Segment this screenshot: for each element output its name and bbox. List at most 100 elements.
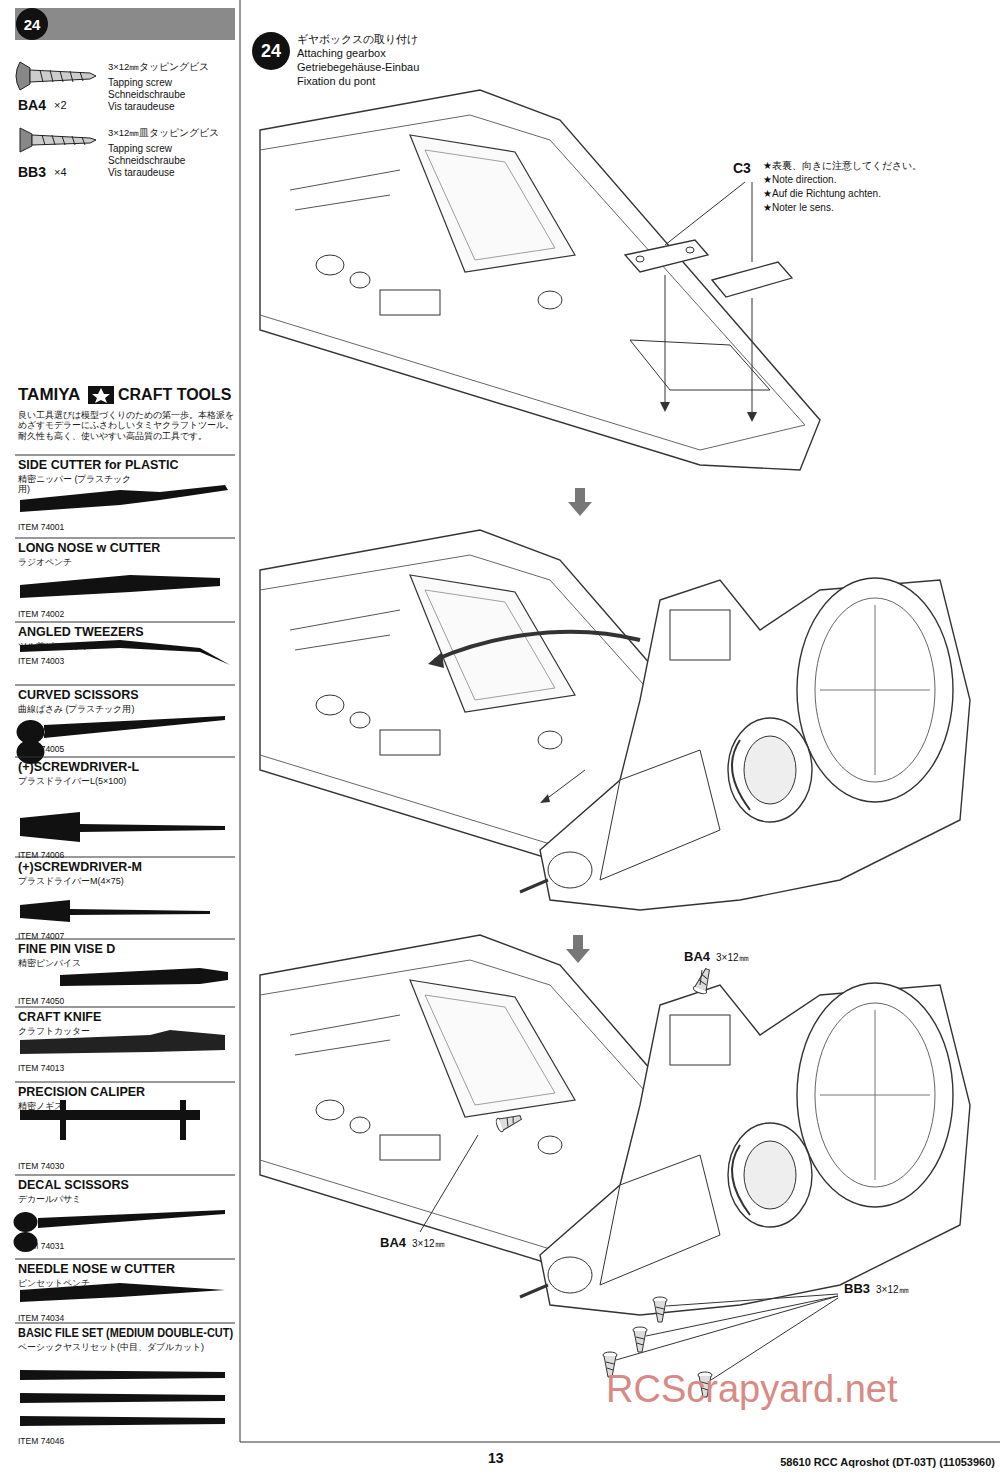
item-number: ITEM 74030 xyxy=(18,1162,64,1172)
tool-name-jp: 精密ピンバイス xyxy=(18,958,81,968)
illustration-part xyxy=(15,1175,235,1176)
label-text: ×4 xyxy=(54,166,67,179)
illustration-part xyxy=(88,386,114,404)
illustration-part xyxy=(616,1294,838,1380)
illustration-part xyxy=(15,8,235,40)
illustration-part xyxy=(15,455,235,456)
item-number: ITEM 74046 xyxy=(18,1437,64,1447)
label-text: ★Note direction. xyxy=(763,174,836,186)
item-number: ITEM 74003 xyxy=(18,657,64,667)
label-text: Fixation du pont xyxy=(297,75,375,88)
illustration-part xyxy=(495,1111,523,1133)
tool-name: CRAFT KNIFE xyxy=(18,1010,101,1024)
tool-name: LONG NOSE w CUTTER xyxy=(18,541,160,555)
tool-name-jp: ベーシックヤスリセット(中目、ダブルカット) xyxy=(18,1342,204,1352)
tool-name: DECAL SCISSORS xyxy=(18,1178,129,1192)
label-text: CRAFT TOOLS xyxy=(118,386,231,404)
illustration-part xyxy=(15,1082,235,1083)
illustration-part xyxy=(520,983,970,1315)
illustration-part xyxy=(20,1370,225,1426)
illustration-part xyxy=(633,1327,647,1352)
illustration-part xyxy=(566,935,590,963)
illustration-part xyxy=(13,1210,225,1252)
part-callout: BA4 xyxy=(684,950,710,965)
part-callout: BB3 xyxy=(844,1282,870,1297)
tool-name-jp: クラフトカッター xyxy=(18,1026,90,1036)
illustration-part xyxy=(520,578,970,910)
illustration-part xyxy=(700,970,702,985)
illustration-part xyxy=(711,1298,838,1380)
illustration-part xyxy=(692,967,714,995)
item-number: ITEM 74002 xyxy=(18,610,64,620)
label-text: 3×12㎜ xyxy=(876,1284,909,1296)
item-number: ITEM 74005 xyxy=(18,745,64,755)
illustration-part xyxy=(625,240,708,272)
illustration-part xyxy=(666,1294,838,1306)
illustration-part xyxy=(16,62,30,90)
illustration-part xyxy=(540,794,550,803)
tool-name: NEEDLE NOSE w CUTTER xyxy=(18,1262,175,1276)
part-callout: BA4 xyxy=(380,1236,406,1251)
illustration-part xyxy=(420,1135,478,1232)
c3-plates xyxy=(625,182,792,422)
illustration-part xyxy=(665,182,745,245)
item-number: ITEM 74034 xyxy=(18,1314,64,1324)
tool-name: BASIC FILE SET (MEDIUM DOUBLE-CUT) xyxy=(18,1326,233,1340)
tool-name: (+)SCREWDRIVER-M xyxy=(18,860,142,874)
label-text: ★Auf die Richtung achten. xyxy=(763,188,881,200)
illustration-part xyxy=(15,685,235,686)
label-text: BB3 xyxy=(18,164,46,180)
illustration-part xyxy=(428,652,444,668)
label-text: 3×12㎜ xyxy=(412,1238,445,1250)
label-text: Schneidschraube xyxy=(108,89,185,101)
illustration-part xyxy=(545,770,585,800)
illustration-part xyxy=(747,412,757,422)
item-number: ITEM 74050 xyxy=(18,997,64,1007)
item-number: ITEM 74013 xyxy=(18,1064,64,1074)
step-number-text: 24 xyxy=(24,16,41,33)
label-text: ×2 xyxy=(54,99,67,112)
label-text: Vis taraudeuse xyxy=(108,101,175,113)
illustration-part xyxy=(568,488,592,516)
label-text: 3×12㎜タッピングビス xyxy=(108,62,209,73)
tool-name-jp: ラジオペンチ xyxy=(18,557,72,567)
illustration-part xyxy=(20,485,228,512)
tool-name-jp: ツル首ピンセット xyxy=(18,641,90,651)
tool-silhouettes xyxy=(13,485,230,1426)
label-text: Tapping screw xyxy=(108,77,172,89)
tool-name: CURVED SCISSORS xyxy=(18,688,139,702)
tool-name-jp: プラスドライバーM(4×75) xyxy=(18,876,124,886)
illustration-part xyxy=(20,575,220,598)
illustration-part xyxy=(15,757,235,758)
label-text: 3×12㎜ xyxy=(716,952,749,964)
illustration-part xyxy=(435,632,640,660)
label-text: BA4 xyxy=(18,97,46,113)
tamiya-star xyxy=(88,386,114,404)
item-number: ITEM 74006 xyxy=(18,851,64,861)
page-number: 13 xyxy=(488,1450,504,1466)
illustration-part xyxy=(20,128,32,152)
illustration-part xyxy=(15,1007,235,1008)
tool-name: (+)SCREWDRIVER-L xyxy=(18,760,139,774)
illustration-part xyxy=(15,538,235,539)
label-text: Schneidschraube xyxy=(108,155,185,167)
label-text: TAMIYA xyxy=(18,385,80,405)
illustration-part xyxy=(653,1297,667,1322)
illustration-part xyxy=(15,1259,235,1260)
label-text: Vis taraudeuse xyxy=(108,167,175,179)
illustration-part xyxy=(20,812,225,842)
illustration-part xyxy=(660,402,670,412)
watermark: RCScrapyard.net xyxy=(606,1368,897,1412)
label-text: ギヤボックスの取り付け xyxy=(297,33,418,46)
step-badge: 24 xyxy=(16,8,48,40)
tool-name-jp: プラスドライバーL(5×100) xyxy=(18,776,126,786)
item-number: ITEM 74031 xyxy=(18,1242,64,1252)
illustration-part xyxy=(60,968,228,986)
tool-name-jp: デカールバサミ xyxy=(18,1194,81,1204)
illustration-part xyxy=(20,900,210,922)
step-number: 24 xyxy=(252,32,290,70)
illustration-part xyxy=(616,1296,838,1360)
label-text: Attaching gearbox xyxy=(297,47,386,60)
illustration-part xyxy=(240,0,241,1442)
